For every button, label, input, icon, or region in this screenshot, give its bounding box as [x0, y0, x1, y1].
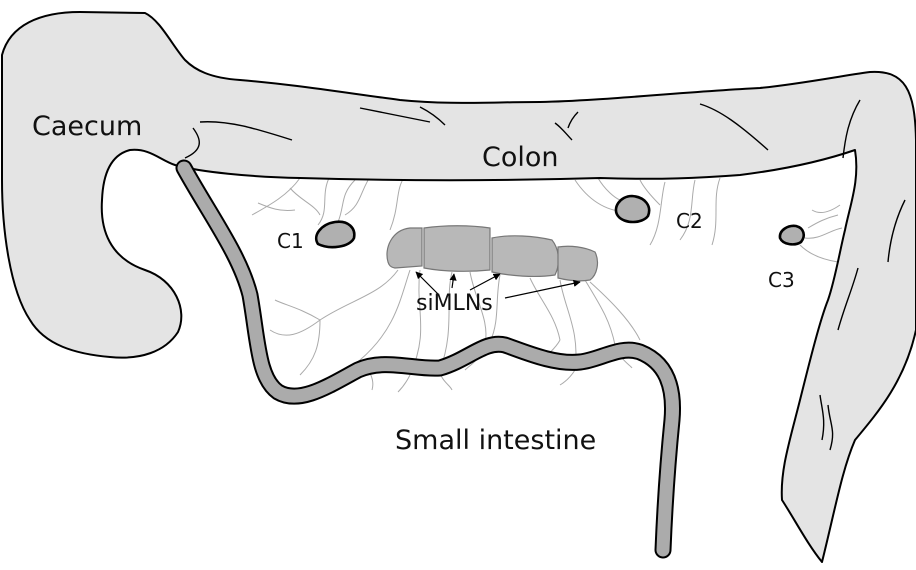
simln-node-1: [387, 228, 422, 268]
small-intestine-label: Small intestine: [395, 425, 596, 456]
colon-label: Colon: [482, 142, 559, 173]
arrow-to-node-4: [505, 282, 580, 298]
arrow-to-node-3: [470, 274, 500, 290]
c3-label: C3: [768, 268, 795, 292]
simln-node-4: [558, 246, 597, 281]
c2-lymph-node: [616, 196, 649, 222]
caecum-label: Caecum: [32, 111, 142, 142]
simln-node-3: [492, 236, 558, 277]
small-intestine-tube-fill: [184, 168, 673, 550]
c2-label: C2: [676, 209, 703, 233]
simln-nodes: [387, 226, 597, 281]
simln-node-2: [424, 226, 490, 272]
c3-lymph-node: [780, 226, 804, 244]
c1-lymph-node: [316, 222, 354, 247]
arrow-to-node-2: [452, 274, 454, 288]
c1-label: C1: [277, 229, 304, 253]
simlns-label: siMLNs: [416, 291, 493, 316]
